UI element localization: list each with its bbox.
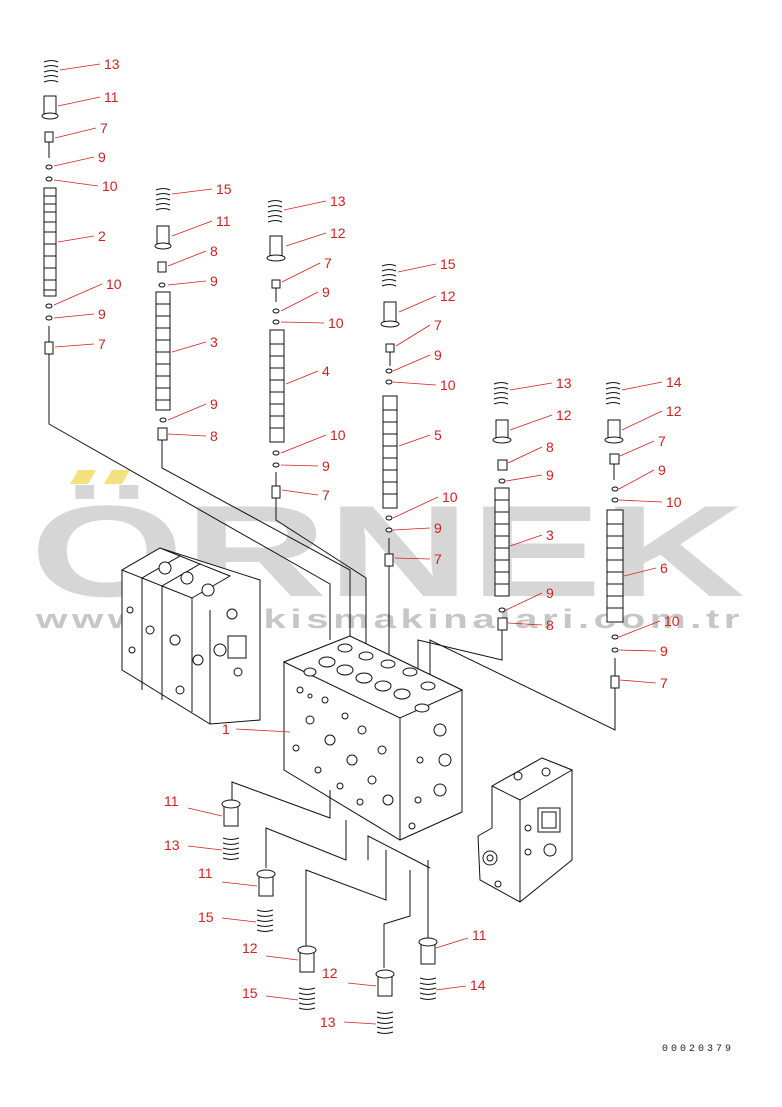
- callout-f-ring-2: 9: [660, 643, 668, 659]
- callout-bottom-plug-1: 12: [242, 940, 258, 956]
- side-cover-block: [477, 757, 574, 903]
- callout-spool-6: 6: [660, 560, 668, 576]
- column-c-parts: [266, 200, 367, 660]
- callout-f-backup: 10: [666, 494, 682, 510]
- callout-bottom-spring-5: 14: [470, 977, 486, 993]
- callout-e-spring: 13: [556, 375, 572, 391]
- callout-f-plug-2: 7: [660, 675, 668, 691]
- callout-f-backup-2: 10: [664, 613, 680, 629]
- top-ports: [303, 643, 436, 713]
- callout-d-backup-2: 10: [442, 489, 458, 505]
- column-b-parts: [154, 188, 351, 650]
- callout-a-backup-2: 10: [106, 276, 122, 292]
- callout-d-ring: 9: [434, 347, 442, 363]
- callout-b-spring: 15: [216, 181, 232, 197]
- callout-b-ring-2: 9: [210, 396, 218, 412]
- callout-d-spring: 15: [440, 256, 456, 272]
- callout-bottom-spring-4: 13: [320, 1014, 336, 1030]
- callout-a-ring: 9: [98, 149, 106, 165]
- callout-main-block: 1: [222, 721, 230, 737]
- callout-e-plug-2: 8: [546, 617, 554, 633]
- side-holes: [408, 723, 452, 830]
- callout-a-cap: 11: [104, 89, 119, 105]
- callout-d-ring-2: 9: [434, 520, 442, 536]
- callout-b-cap: 11: [216, 213, 231, 229]
- drawing-number: 00020379: [662, 1044, 734, 1055]
- callout-c-ring-2: 9: [322, 458, 330, 474]
- callout-f-plug: 7: [658, 433, 666, 449]
- left-valve-block: [120, 547, 261, 725]
- callout-b-ring: 9: [210, 273, 218, 289]
- main-valve-block: [282, 635, 464, 841]
- callout-c-ring: 9: [322, 284, 330, 300]
- callout-b-plug: 8: [210, 243, 218, 259]
- column-e-parts: [417, 382, 512, 690]
- callout-d-backup: 10: [440, 377, 456, 393]
- column-a-parts: [41, 60, 331, 640]
- callout-d-cap: 12: [440, 288, 456, 304]
- callout-spool-3b: 3: [546, 527, 554, 543]
- callout-bottom-spring-3: 15: [242, 985, 258, 1001]
- callout-bottom-cap-2: 11: [198, 865, 213, 881]
- callout-e-plug: 8: [546, 439, 554, 455]
- callout-bottom-plug-2: 12: [322, 965, 338, 981]
- callout-c-plug-2: 7: [322, 487, 330, 503]
- callout-c-spring: 13: [330, 193, 346, 209]
- callout-e-ring: 9: [546, 467, 554, 483]
- callout-bottom-cap-1: 11: [164, 793, 179, 809]
- callout-a-plug-2: 7: [98, 336, 106, 352]
- callout-spool-3a: 3: [210, 334, 218, 350]
- callout-bottom-cap-3: 11: [472, 927, 487, 943]
- callout-bottom-spring-2: 15: [198, 909, 214, 925]
- callout-spool-4: 4: [322, 363, 330, 379]
- callout-f-ring: 9: [658, 462, 666, 478]
- callout-f-cap: 12: [666, 403, 682, 419]
- callout-a-backup: 10: [102, 178, 118, 194]
- callouts: 13 11 7 9 10 2 10 9 7 15 11 8 9 3 9 8 13: [53, 56, 682, 1030]
- callout-spool-5: 5: [434, 427, 442, 443]
- callout-b-plug-2: 8: [210, 428, 218, 444]
- callout-f-spring: 14: [666, 374, 682, 390]
- callout-c-backup: 10: [328, 315, 344, 331]
- callout-d-plug: 7: [434, 317, 442, 333]
- spring-part: [43, 60, 59, 83]
- bottom-parts: [221, 781, 438, 1034]
- callout-d-plug-2: 7: [434, 551, 442, 567]
- column-f-parts: [429, 382, 624, 731]
- callout-c-backup-2: 10: [330, 427, 346, 443]
- callout-a-spring: 13: [104, 56, 120, 72]
- callout-bottom-spring-1: 13: [164, 837, 180, 853]
- front-holes: [292, 686, 394, 806]
- callout-c-cap: 12: [330, 225, 346, 241]
- callout-c-plug: 7: [324, 255, 332, 271]
- callout-e-ring-2: 9: [546, 585, 554, 601]
- column-d-parts: [380, 264, 400, 668]
- callout-a-ring-2: 9: [98, 306, 106, 322]
- callout-spool-2: 2: [98, 228, 106, 244]
- callout-a-plug: 7: [100, 120, 108, 136]
- callout-e-cap: 12: [556, 407, 572, 423]
